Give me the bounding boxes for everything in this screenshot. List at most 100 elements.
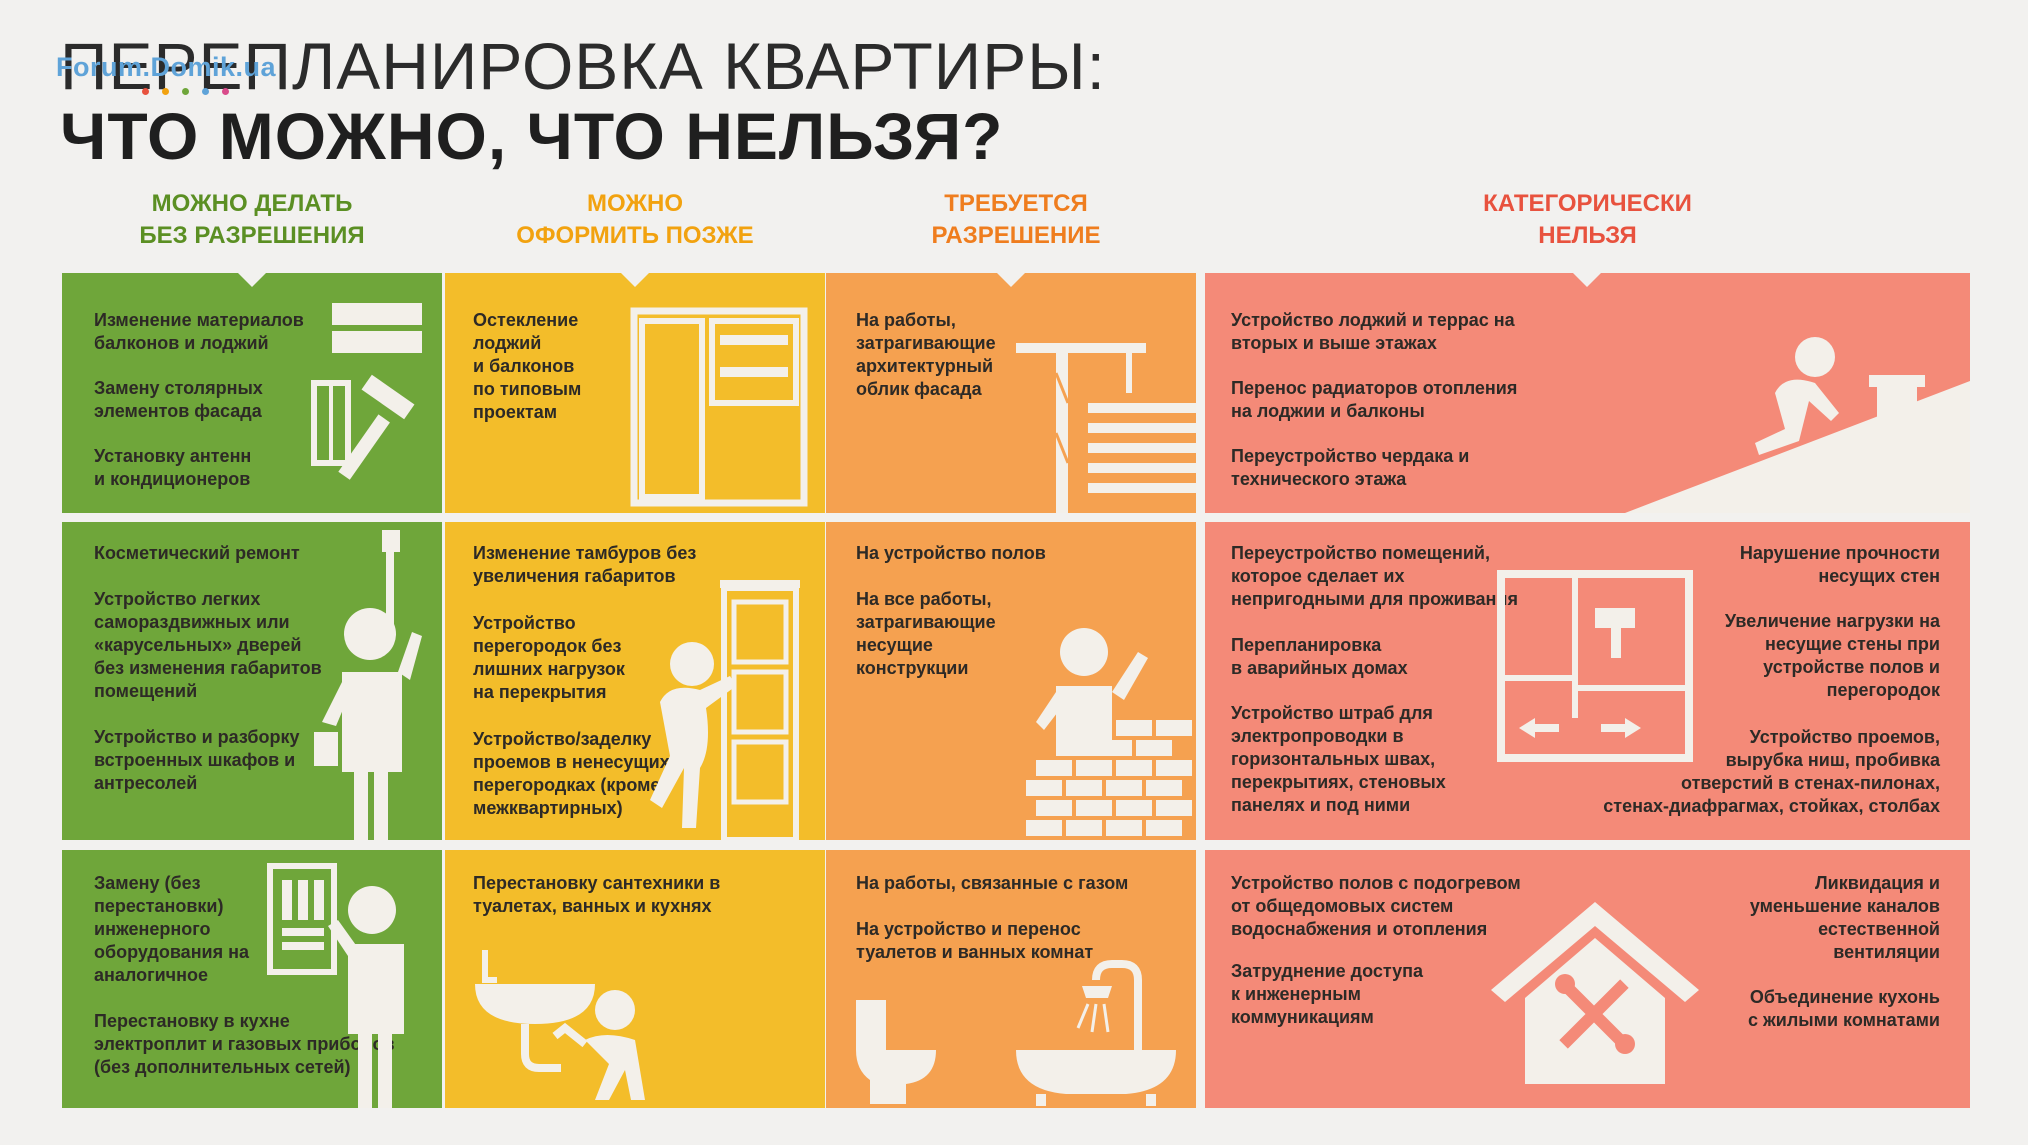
- bricklayer-icon: [1026, 628, 1192, 836]
- watermark-logo: Forum.Domik.ua: [56, 52, 277, 82]
- text-line: и балконов: [473, 356, 575, 376]
- text-line: Установку антенн: [94, 446, 252, 466]
- text-line: оборудования на: [94, 942, 250, 962]
- text-line: Объединение кухонь: [1749, 987, 1940, 1007]
- toilet-bath-icon: [856, 960, 1176, 1106]
- column-header-no-permission: МОЖНО ДЕЛАТЬ БЕЗ РАЗРЕШЕНИЯ: [139, 190, 365, 249]
- text-line: стенах-диафрагмах, стойках, столбах: [1603, 796, 1940, 816]
- text-line: (без дополнительных сетей): [94, 1057, 351, 1077]
- text-line: На работы,: [856, 310, 956, 330]
- text-line: проектам: [473, 402, 558, 422]
- floor-plan-drill-icon: [1497, 570, 1693, 762]
- text-line: отверстий в стенах-пилонах,: [1681, 773, 1940, 793]
- text-line: естественной: [1818, 919, 1940, 939]
- header-pointer: [621, 273, 649, 287]
- text-line: Замену столярных: [94, 378, 263, 398]
- plumber-sink-icon: [475, 950, 645, 1100]
- column-header-register-later: МОЖНО ОФОРМИТЬ ПОЗЖЕ: [516, 190, 754, 249]
- painter-person-icon: [314, 530, 422, 840]
- text-line: Остекление: [473, 310, 579, 330]
- text-line: панелях и под ними: [1231, 795, 1411, 815]
- column-header-permission-required: ТРЕБУЕТСЯ РАЗРЕШЕНИЕ: [931, 190, 1101, 249]
- text-line: Перестановку сантехники в: [473, 873, 721, 893]
- cell-pink-row-2: Переустройство помещений,которое сделает…: [1205, 522, 1970, 840]
- text-line: лоджий: [473, 333, 542, 353]
- cell-text: На устройство и перенос туалетов и ванных…: [856, 918, 1093, 964]
- text-line: Устройство легких: [94, 589, 261, 609]
- text-line: без изменения габаритов: [94, 658, 322, 678]
- text-line: затрагивающие: [856, 333, 996, 353]
- text-line: перегородках (кроме: [473, 775, 661, 795]
- cell-text: Перестановку в кухне электроплит и газовы…: [94, 1010, 395, 1079]
- text-line: на перекрытия: [473, 682, 607, 702]
- hammer-window-icon: [311, 303, 422, 480]
- text-line: несущих стен: [1818, 566, 1940, 586]
- text-line: непригодными для проживания: [1231, 589, 1518, 609]
- electrical-panel-person-icon: [267, 863, 404, 1108]
- text-line: конструкции: [856, 658, 969, 678]
- text-line: помещений: [94, 681, 198, 701]
- cell-text: Перестановку сантехники в туалетах, ванны…: [473, 872, 720, 918]
- text-line: Перестановку в кухне: [94, 1011, 290, 1031]
- cell-text: Нарушение прочности несущих стен: [1740, 542, 1940, 588]
- text-line: Устройство штраб для: [1231, 703, 1433, 723]
- text-line: На устройство и перенос: [856, 919, 1081, 939]
- cell-text: Устройство легких самораздвижных или «кару…: [94, 588, 322, 703]
- text-line: туалетов и ванных комнат: [856, 942, 1094, 962]
- text-line: Затруднение доступа: [1231, 961, 1424, 981]
- roof-worker-icon: [1625, 337, 1970, 513]
- text-line: уменьшение каналов: [1749, 896, 1940, 916]
- cell-text: Устройство и разборку встроенных шкафов и…: [94, 726, 300, 795]
- balcony-window-icon: [630, 307, 808, 507]
- text-line: вырубка ниш, пробивка: [1725, 750, 1940, 770]
- text-line: проемов в ненесущих: [473, 752, 670, 772]
- cell-orange-row-3: На работы, связанные с газом На устройст…: [826, 850, 1196, 1108]
- text-line: перегородок без: [473, 636, 622, 656]
- text-line: элементов фасада: [94, 401, 262, 421]
- construction-crane-icon: [1016, 343, 1196, 513]
- text-line: «карусельных» дверей: [94, 635, 302, 655]
- cell-text: На работы, связанные с газом: [856, 872, 1128, 895]
- text-line: самораздвижных или: [94, 612, 290, 632]
- text-line: перестановки): [94, 896, 224, 916]
- text-line: Нарушение прочности: [1739, 543, 1940, 563]
- header-pointer: [997, 273, 1025, 287]
- text-line: Изменение тамбуров без: [473, 543, 697, 563]
- text-line: электроплит и газовых приборов: [94, 1034, 395, 1054]
- text-line: встроенных шкафов и: [94, 750, 296, 770]
- text-line: Устройство лоджий и террас на: [1231, 310, 1515, 330]
- text-line: антресолей: [94, 773, 198, 793]
- cell-yellow-row-3: Перестановку сантехники в туалетах, ванны…: [445, 850, 825, 1108]
- text-line: туалетах, ванных и кухнях: [473, 896, 712, 916]
- text-line: водоснабжения и отопления: [1231, 919, 1488, 939]
- text-line: в аварийных домах: [1231, 658, 1408, 678]
- text-line: перегородок: [1826, 680, 1940, 700]
- text-line: Переустройство помещений,: [1231, 543, 1490, 563]
- page-title-line-2: ЧТО МОЖНО, ЧТО НЕЛЬЗЯ?: [60, 99, 1004, 173]
- text-line: вторых и выше этажах: [1231, 333, 1437, 353]
- column-header-forbidden: КАТЕГОРИЧЕСКИ НЕЛЬЗЯ: [1483, 190, 1692, 249]
- text-line: несущие стены при: [1765, 634, 1940, 654]
- cell-text: На устройство полов: [856, 542, 1046, 565]
- text-line: аналогичное: [94, 965, 208, 985]
- cell-orange-row-2: На устройство полов На все работы,затраг…: [826, 522, 1196, 840]
- text-line: лишних нагрузок: [473, 659, 625, 679]
- text-line: Устройство и разборку: [94, 727, 300, 747]
- text-line: электропроводки в: [1231, 726, 1404, 746]
- text-line: архитектурный: [856, 356, 994, 376]
